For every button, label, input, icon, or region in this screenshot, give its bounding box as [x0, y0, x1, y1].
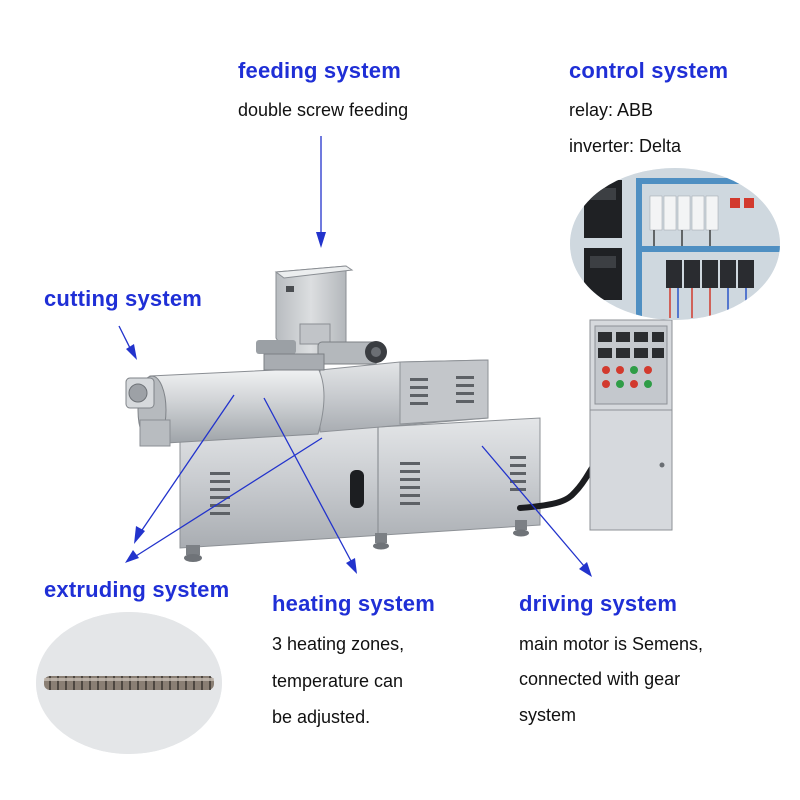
extruder-barrel [125, 367, 325, 447]
driving-system-detail-1: main motor is Semens, [519, 634, 704, 654]
driving-arrow [481, 445, 592, 577]
driving-system-title: driving system [519, 591, 678, 616]
heating-system-detail-1: 3 heating zones, [272, 634, 405, 654]
heating-cover [319, 359, 489, 433]
control-cabinet [589, 319, 673, 531]
extruded-product-photo [36, 612, 222, 754]
control-system-detail-2: inverter: Delta [569, 136, 682, 156]
machine-base [179, 417, 541, 562]
electrical-panel-photo [570, 168, 780, 320]
heating-arrow [263, 397, 357, 574]
feeder-hopper [256, 265, 387, 371]
extruding-arrow-2 [125, 437, 323, 563]
heating-system-detail-2: temperature can [272, 671, 404, 691]
control-panel-inset [570, 168, 780, 320]
feeding-system-title: feeding system [238, 58, 401, 83]
heating-system-title: heating system [272, 591, 435, 616]
cutting-arrow [118, 325, 137, 360]
control-system-title: control system [569, 58, 729, 83]
extruding-system-title: extruding system [44, 577, 230, 602]
driving-system-detail-2: connected with gear [519, 669, 681, 689]
feeding-system-detail: double screw feeding [238, 100, 409, 120]
driving-system-detail-3: system [519, 705, 577, 725]
cutting-system-title: cutting system [44, 286, 203, 311]
control-system-detail-1: relay: ABB [569, 100, 654, 120]
extruded-product-inset [36, 612, 222, 754]
feeding-arrow [316, 136, 326, 248]
heating-system-detail-3: be adjusted. [272, 707, 371, 727]
extruding-arrow-1 [134, 394, 235, 544]
